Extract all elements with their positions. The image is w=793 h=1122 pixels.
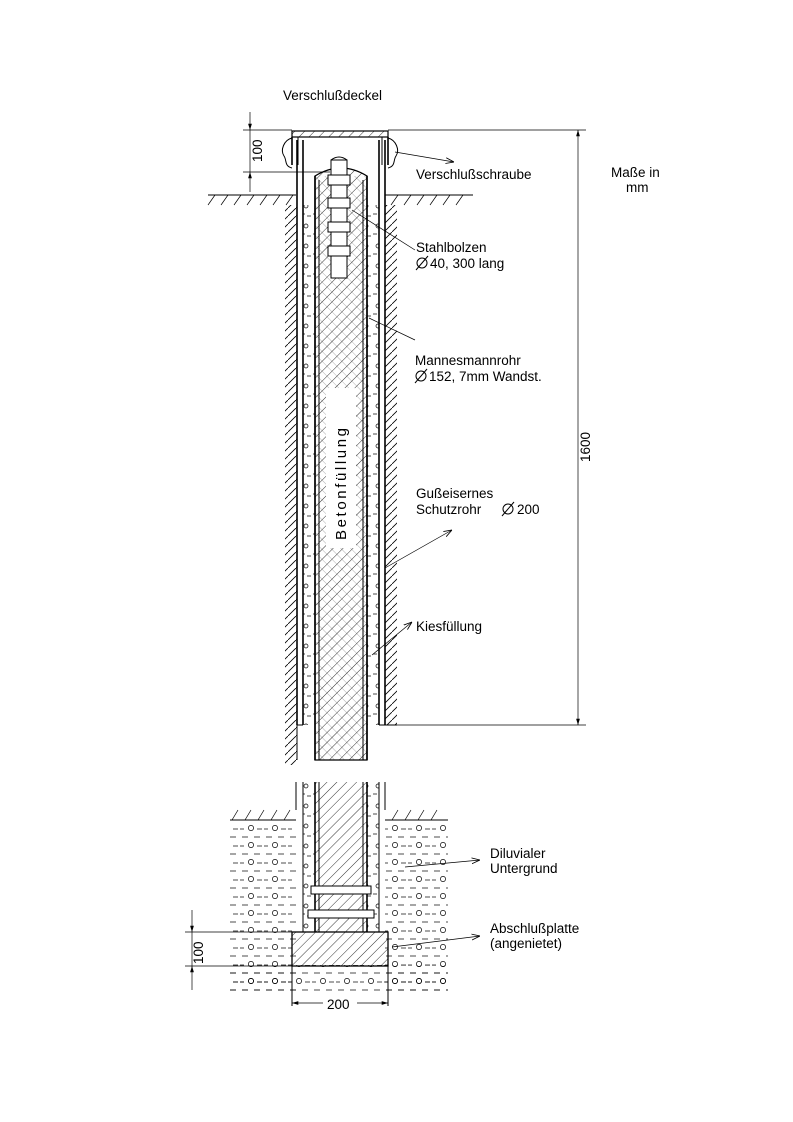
protective-tube-diameter: 200	[517, 502, 540, 517]
dimension-plate-height	[185, 910, 292, 990]
leader-closure-screw	[394, 151, 454, 162]
diameter-icon	[414, 368, 428, 384]
ground-surface-upper	[207, 194, 473, 206]
earth-hatch-left	[285, 205, 298, 765]
protective-tube-label-line2: Schutzrohr	[416, 502, 482, 517]
gravel-fill-label: Kiesfüllung	[416, 619, 482, 634]
gravel-fill-right	[367, 205, 379, 725]
closure-lid	[281, 130, 399, 169]
protective-tube-label-line1: Gußeisernes	[416, 486, 494, 501]
dimension-plate-width-label: 200	[327, 997, 350, 1012]
diluvial-subsoil	[230, 809, 448, 992]
dimension-total-height-label: 1600	[578, 432, 593, 462]
end-plate-label-line1: Abschlußplatte	[490, 921, 579, 936]
closure-lid-label: Verschlußdeckel	[283, 88, 382, 103]
leader-diluvial	[404, 860, 480, 868]
concrete-label-box	[326, 388, 356, 548]
diluvial-label-line2: Untergrund	[490, 861, 558, 876]
gravel-fill-left	[303, 205, 315, 725]
wing-screw-left	[281, 137, 293, 169]
mannesmann-label-line2: 152, 7mm Wandst.	[429, 369, 542, 384]
end-plate-label-line2: (angenietet)	[490, 936, 562, 951]
mannesmann-label-line1: Mannesmannrohr	[415, 353, 521, 368]
steel-bolt-label-line1: Stahlbolzen	[416, 240, 487, 255]
leader-protective-tube	[384, 530, 452, 569]
steel-bolt	[327, 156, 351, 279]
units-label-line1: Maße in	[611, 165, 660, 180]
diluvial-label-line1: Diluvialer	[490, 846, 546, 861]
closure-screw-label: Verschlußschraube	[416, 167, 532, 182]
diameter-icon	[415, 255, 429, 271]
dimension-cap-height-label: 100	[250, 139, 265, 162]
diameter-icon	[501, 501, 515, 517]
leader-end-plate	[391, 936, 480, 948]
leader-gravel	[371, 622, 412, 656]
steel-bolt-label-line2: 40, 300 lang	[430, 256, 504, 271]
mannesmann-pipe	[314, 167, 368, 761]
leader-steel-bolt	[351, 209, 416, 251]
units-label-line2: mm	[626, 180, 649, 195]
wing-screw-right	[387, 137, 399, 169]
lower-pipe-section	[302, 782, 380, 932]
dimension-cap-height	[243, 112, 330, 192]
break-gap	[295, 782, 386, 810]
end-plate	[291, 931, 389, 1006]
dimension-total-height	[388, 129, 586, 726]
earth-hatch-right	[384, 205, 397, 725]
dimension-plate-height-label: 100	[191, 941, 206, 964]
leader-mannesmann	[368, 317, 416, 341]
concrete-fill-label: Betonfüllung	[333, 425, 350, 540]
